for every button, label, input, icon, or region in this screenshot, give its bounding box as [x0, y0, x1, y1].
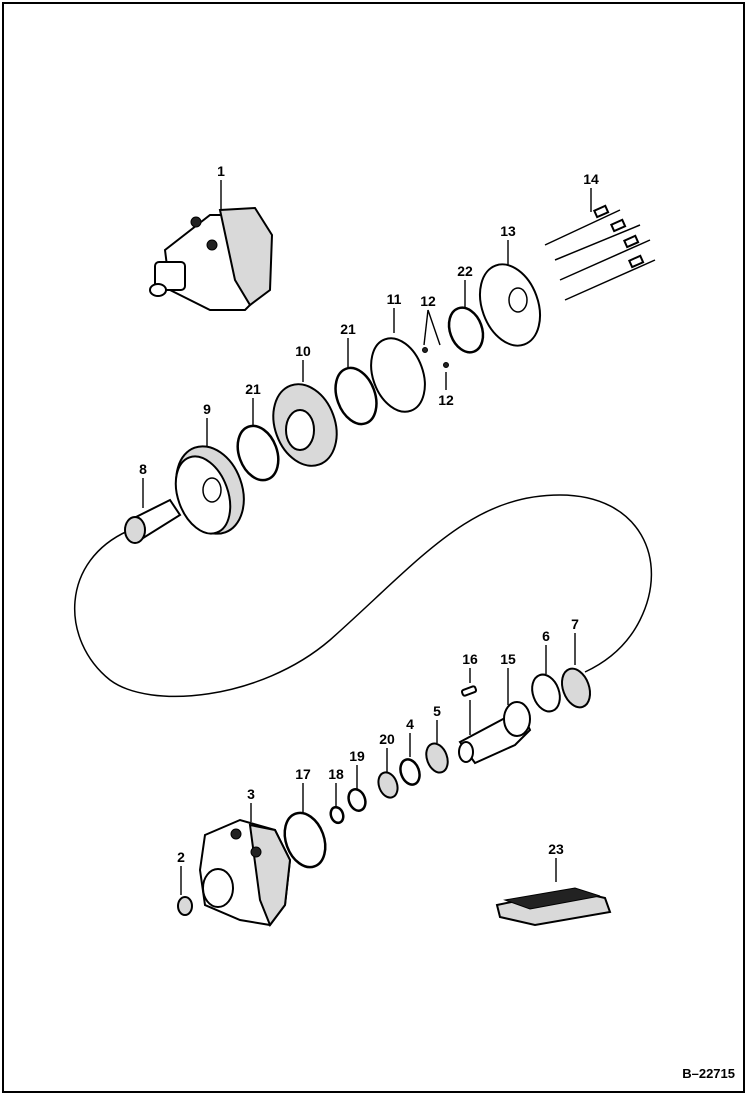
part-19-seal: [347, 788, 367, 812]
callout-9: 9: [203, 401, 211, 417]
callout-11: 11: [387, 291, 402, 307]
callout-14: 14: [583, 171, 599, 187]
callout-2: 2: [177, 849, 185, 865]
part-2-dust-seal: [177, 896, 193, 916]
part-16-key: [460, 685, 478, 697]
part-4-washer: [399, 758, 421, 786]
part-12-ball-lower: [443, 362, 449, 368]
callout-12-lower: 12: [438, 392, 454, 408]
part-10-geroler: [272, 383, 338, 467]
part-3-housing: [198, 818, 292, 928]
part-7-thrust-bearing: [560, 667, 592, 709]
callout-18: 18: [328, 766, 344, 782]
part-13-end-cap: [479, 263, 541, 347]
callout-12-upper: 12: [420, 293, 436, 309]
part-11-valve-plate: [370, 337, 426, 413]
part-23-seal-kit: [495, 887, 612, 927]
callout-7: 7: [571, 616, 579, 632]
callout-19: 19: [349, 748, 365, 764]
callout-5: 5: [433, 703, 441, 719]
figure-reference-number: B–22715: [682, 1066, 735, 1081]
part-21-o-ring-upper: [334, 366, 378, 426]
callout-4: 4: [406, 716, 414, 732]
part-21-o-ring-lower: [236, 424, 280, 482]
callout-15: 15: [500, 651, 516, 667]
callout-23: 23: [548, 841, 564, 857]
callout-6: 6: [542, 628, 550, 644]
callout-10: 10: [295, 343, 311, 359]
callout-21-upper: 21: [340, 321, 356, 337]
callout-21-lower: 21: [245, 381, 261, 397]
callout-16: 16: [462, 651, 478, 667]
part-6-bearing: [531, 673, 561, 713]
callout-13: 13: [500, 223, 516, 239]
part-8-drive-link: [124, 498, 182, 544]
callout-8: 8: [139, 461, 147, 477]
part-20-bearing: [377, 771, 399, 799]
part-9-wear-plate: [174, 445, 245, 535]
callout-22: 22: [457, 263, 473, 279]
leader-lines: [142, 180, 592, 895]
callout-20: 20: [379, 731, 395, 747]
part-17-o-ring: [283, 811, 327, 869]
part-5-bearing: [425, 742, 449, 774]
callout-1: 1: [217, 163, 225, 179]
part-22-o-ring: [447, 306, 485, 354]
callout-3: 3: [247, 786, 255, 802]
part-14-bolts: [544, 204, 656, 301]
part-12-ball-upper: [422, 347, 428, 353]
part-15-shaft: [458, 701, 532, 765]
part-18-seal-ring: [329, 805, 345, 825]
callout-17: 17: [295, 766, 311, 782]
assembly-connector-line: [73, 494, 653, 698]
part-1-motor-assembly: [149, 206, 274, 311]
